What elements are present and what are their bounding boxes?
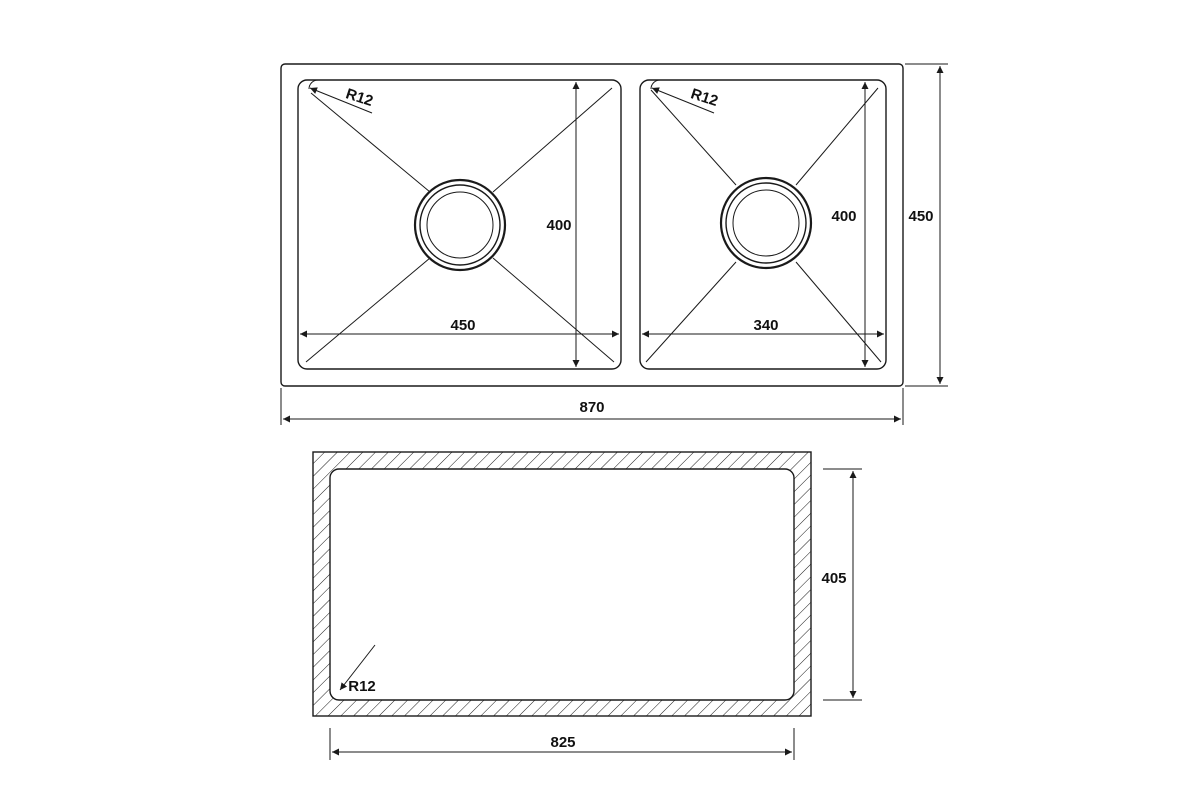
small-bowl-diagonal bbox=[795, 87, 879, 186]
small-bowl-radius-label: R12 bbox=[689, 85, 720, 110]
large-bowl-height-label: 400 bbox=[546, 217, 571, 234]
overall-height-label: 450 bbox=[908, 208, 933, 225]
large-bowl-diagonal bbox=[492, 87, 613, 193]
large-bowl-diagonal bbox=[492, 257, 615, 363]
large-bowl-radius-label: R12 bbox=[344, 85, 375, 110]
small-bowl-drain-outer bbox=[719, 176, 813, 270]
small-bowl-width-label: 340 bbox=[753, 317, 778, 334]
top-view: R12 450 400 R12 340 4 bbox=[280, 63, 948, 425]
cutout-inner-outline bbox=[329, 468, 795, 701]
small-bowl-diagonal bbox=[650, 89, 737, 186]
overall-width-label: 870 bbox=[579, 399, 604, 416]
cutout-height-label: 405 bbox=[821, 570, 846, 587]
cutout-height-dimension: 405 bbox=[821, 468, 862, 701]
small-bowl-height-label: 400 bbox=[831, 208, 856, 225]
small-bowl-drain-inner bbox=[732, 189, 800, 257]
cutout-corner-arc bbox=[329, 690, 340, 701]
cutout-radius-label: R12 bbox=[348, 678, 376, 695]
large-bowl-drain-mid bbox=[419, 184, 501, 266]
cutout-radius-leader bbox=[339, 644, 376, 691]
cutout-hatched-frame bbox=[313, 452, 811, 716]
small-bowl: R12 340 400 bbox=[639, 79, 887, 370]
small-bowl-radius-leader bbox=[651, 87, 715, 114]
large-bowl-diagonal bbox=[310, 92, 431, 193]
cutout-width-label: 825 bbox=[550, 734, 575, 751]
small-bowl-outline bbox=[639, 79, 887, 370]
large-bowl-drain-inner bbox=[426, 191, 494, 259]
cutout-width-dimension: 825 bbox=[329, 728, 795, 760]
large-bowl-radius-leader bbox=[309, 87, 373, 114]
small-bowl-diagonal bbox=[645, 261, 737, 363]
large-bowl-width-label: 450 bbox=[450, 317, 475, 334]
overall-width-dimension: 870 bbox=[280, 388, 904, 425]
overall-height-dimension: 450 bbox=[905, 63, 948, 387]
large-bowl-corner-arc bbox=[308, 79, 319, 90]
large-bowl-outline bbox=[297, 79, 622, 370]
large-bowl-drain-outer bbox=[413, 178, 507, 272]
small-bowl-drain-mid bbox=[725, 182, 807, 264]
small-bowl-corner-arc bbox=[650, 79, 661, 90]
large-bowl: R12 450 400 bbox=[297, 79, 622, 370]
large-bowl-diagonal bbox=[305, 257, 431, 363]
small-bowl-diagonal bbox=[795, 261, 882, 363]
sink-outer-outline bbox=[280, 63, 904, 387]
cutout-view: R12 405 825 bbox=[312, 451, 862, 760]
cutout-outer-outline bbox=[312, 451, 812, 717]
